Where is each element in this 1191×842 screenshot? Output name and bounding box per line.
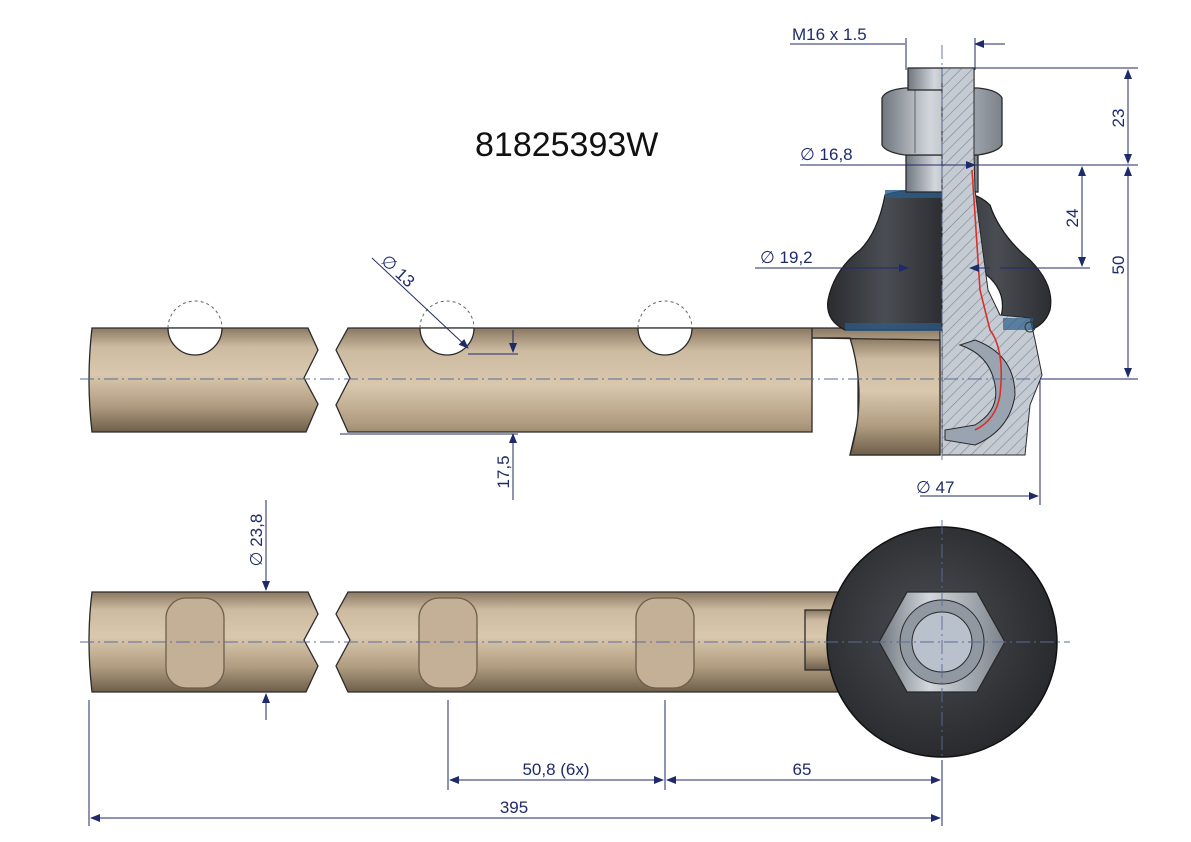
housing-diameter-label: ∅ 47 [916, 478, 954, 497]
top-height-label: 23 [1109, 109, 1128, 128]
side-view [80, 45, 1130, 460]
rod-right-segment [335, 327, 941, 456]
hole-pitch-label: 50,8 (6x) [522, 760, 589, 779]
overall-length-label: 395 [500, 798, 528, 817]
total-height-label: 50 [1109, 256, 1128, 275]
slot-1 [165, 597, 225, 689]
hole-3 [637, 327, 693, 356]
ball-socket [944, 339, 1016, 446]
grease-line [971, 169, 1003, 431]
stud-base-diameter-label: ∅ 19,2 [760, 248, 813, 267]
boot-height-label: 24 [1063, 209, 1082, 228]
rod-left-segment [88, 327, 319, 433]
socket-seal [1003, 318, 1033, 330]
part-number: 81825393W [475, 126, 658, 164]
hole-offset-label: 17,5 [494, 455, 513, 488]
grease-plug [1024, 321, 1036, 333]
hole-1 [167, 327, 223, 356]
rod-neck [811, 337, 941, 456]
rubber-boot [827, 188, 943, 331]
stud-diameter-label: ∅ 16,8 [800, 145, 853, 164]
slot-3 [635, 597, 695, 689]
dimensions: M16 x 1.5 23 ∅ 16,8 24 ∅ 19,2 50 ∅ 13 17… [88, 25, 1138, 826]
boot-ring [885, 190, 945, 198]
boot-seal [845, 323, 943, 331]
rod-diameter-label: ∅ 23,8 [247, 514, 266, 567]
end-distance-label: 65 [793, 760, 812, 779]
plan-view [80, 520, 1070, 775]
hole-diameter-label: ∅ 13 [377, 251, 418, 291]
slot-2 [418, 597, 478, 689]
thread-label: M16 x 1.5 [792, 25, 867, 44]
